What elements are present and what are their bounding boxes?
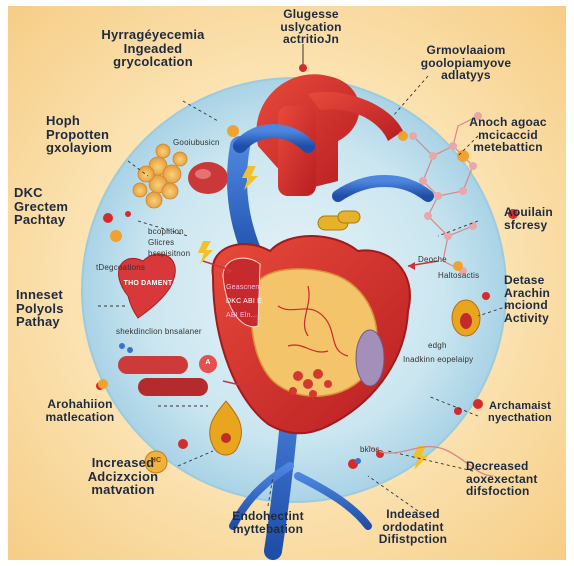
label-detase: Detase Arachin mciond Activity xyxy=(504,274,566,324)
label-indeased: Indeased ordodatint Difistpction xyxy=(348,508,478,546)
label-glucose-glycation: Glugesse uslycation actritioJn xyxy=(256,8,366,46)
small-label-4: bsspisitnon xyxy=(148,250,190,259)
label-hoph: Hoph Propotten gxolayiom xyxy=(46,114,166,155)
small-label-7: Deoche xyxy=(418,256,447,265)
a-badge-text: A xyxy=(202,359,214,366)
heart-text-3: ABI Eln... xyxy=(226,312,257,319)
small-label-3: Glicres xyxy=(148,239,174,248)
label-dkc: DKC Grectem Pachtay xyxy=(14,186,114,227)
tube-2 xyxy=(138,378,208,396)
small-label-6: shekdinclion bnsalaner xyxy=(116,328,202,337)
hc-badge-text: HC xyxy=(146,457,166,464)
heart-text-2: DKC ABI E xyxy=(226,298,262,305)
purple-structure xyxy=(356,330,384,386)
small-label-5: tDegcoations xyxy=(96,264,145,273)
diagram-frame: Glugesse uslycation actritioJn Hyrragéye… xyxy=(8,6,566,560)
tube-1 xyxy=(118,356,188,374)
label-decreased: Decreased aoxexectant difsfoction xyxy=(466,460,566,498)
label-inneset: Inneset Polyols Pathay xyxy=(16,288,116,329)
heart-badge-text: THO DAMENT xyxy=(118,280,178,287)
small-label-8: Haltosactis xyxy=(438,272,479,281)
organ-shape xyxy=(188,162,228,194)
label-anoch: Anoch agoac mcicaccid metebatticn xyxy=(448,116,566,154)
small-label-9: edgh xyxy=(428,342,447,351)
label-aouilain: Aouilain sfcresy xyxy=(504,206,566,231)
label-increased: Increased Adcizxcion matvation xyxy=(58,456,188,497)
label-endothelial: Endohectint myttebation xyxy=(203,510,333,535)
capsule-2 xyxy=(338,211,360,223)
label-hyperglycemia: Hyrragéyecemia Ingeaded grycolcation xyxy=(78,28,228,69)
label-gluconeogenesis: Grmovlaaiom goolopiamyove adlatyys xyxy=(391,44,541,82)
label-archahiion: Arohahiion matlecation xyxy=(20,398,140,423)
label-archamaist: Archamaist nyecthation xyxy=(474,401,566,424)
heart-text-1: Geascnen xyxy=(226,284,260,291)
small-label-10: Inadkinn eopelaipy xyxy=(403,356,473,365)
small-label-2: bcoplition xyxy=(148,228,184,237)
small-label-11: bkios xyxy=(360,446,380,455)
small-label-1: Gooiubusicn xyxy=(173,139,220,148)
